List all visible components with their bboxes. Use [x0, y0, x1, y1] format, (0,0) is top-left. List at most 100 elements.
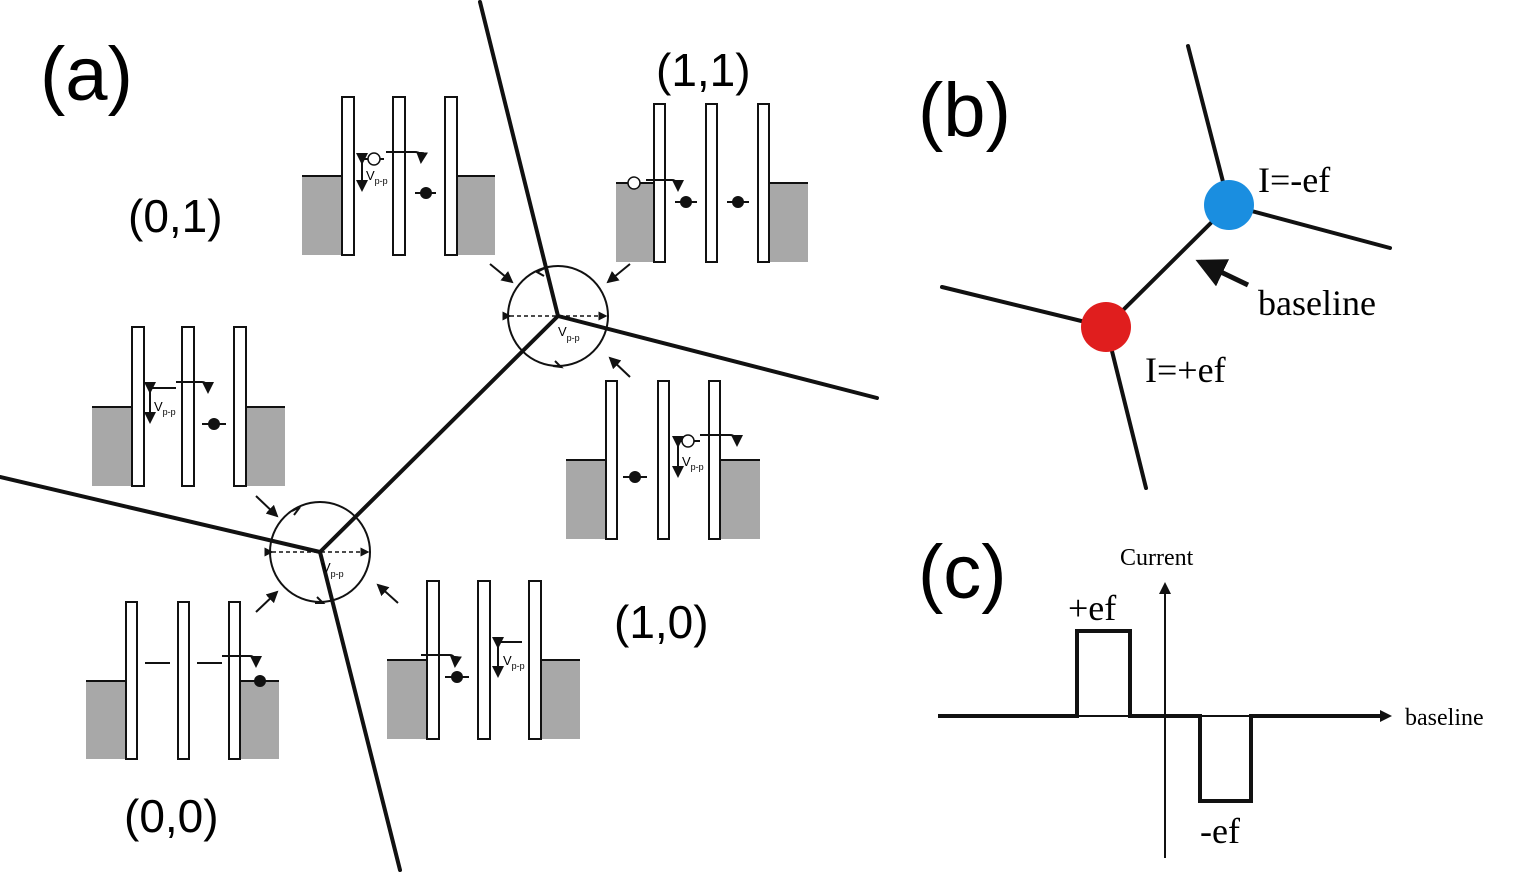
empty-level-circle [627, 176, 641, 190]
panel-c-label: (c) [918, 530, 1007, 615]
tunnel-arrow [646, 179, 684, 192]
energy-diagram-01: Vp-p [302, 96, 495, 256]
triple-point-minus [1204, 180, 1254, 230]
pulse-negative-label: -ef [1200, 811, 1240, 851]
circle-direction-arrow [534, 267, 546, 277]
filled-level-circle [254, 675, 266, 687]
state-label-10: (1,0) [614, 596, 709, 648]
boundary-diagonal [318, 314, 560, 554]
tunnel-arrow [222, 655, 262, 668]
energy-diagram-left-mid: Vp-p [92, 326, 285, 487]
energy-diagram-11 [616, 103, 808, 263]
barrier [228, 601, 241, 760]
barrier [528, 580, 542, 740]
barrier [177, 601, 190, 760]
tunnel-arrow [386, 151, 428, 164]
right-lead [769, 183, 808, 262]
barrier [477, 580, 491, 740]
tunnel-arrow [176, 381, 214, 394]
empty-level-circle [681, 434, 695, 448]
barrier [708, 380, 721, 540]
triple-point-upper: Vp-p [489, 263, 631, 378]
circle-direction-arrow [315, 596, 326, 604]
filled-level-circle [208, 418, 220, 430]
boundary-bottom [1104, 325, 1148, 490]
barrier [653, 103, 666, 263]
left-lead [616, 183, 654, 262]
empty-level-circle [367, 152, 381, 166]
state-label-00: (0,0) [124, 790, 219, 842]
pointer-arrow [608, 356, 631, 378]
barrier [444, 96, 458, 256]
baseline-pointer-arrow [1195, 259, 1250, 288]
pointer-arrow [376, 583, 399, 604]
energy-diagram-10: Vp-p [387, 580, 580, 740]
pointer-arrow [255, 590, 279, 613]
energy-diagram-00 [86, 601, 279, 760]
triple-point-plus [1081, 302, 1131, 352]
barrier [657, 380, 670, 540]
filled-level-circle [680, 196, 692, 208]
tunnel-arrow [421, 654, 462, 668]
barrier [125, 601, 138, 760]
svg-text:Vp-p: Vp-p [154, 399, 176, 417]
svg-text:Vp-p: Vp-p [682, 454, 704, 472]
circle-direction-arrow [291, 506, 301, 516]
barrier [757, 103, 770, 263]
filled-level-circle [629, 471, 641, 483]
filled-level-circle [420, 187, 432, 199]
boundary-right [1227, 203, 1392, 250]
barrier [605, 380, 618, 540]
state-label-11: (1,1) [656, 44, 751, 96]
filled-level-circle [732, 196, 744, 208]
left-lead [302, 176, 342, 255]
right-lead [540, 660, 580, 739]
barrier [392, 96, 406, 256]
barrier [181, 326, 195, 487]
panel-a-label: (a) [40, 32, 133, 117]
x-axis-label: baseline [1405, 705, 1484, 731]
left-lead [86, 681, 126, 759]
boundary-diagonal [1104, 203, 1231, 329]
left-lead [387, 660, 427, 739]
panel-b-label: (b) [918, 68, 1011, 153]
circle-direction-arrow [552, 360, 564, 369]
boundary-top [478, 0, 560, 318]
pointer-arrow [255, 495, 279, 518]
right-lead [457, 176, 495, 255]
barrier [426, 580, 440, 740]
energy-diagram-right-mid: Vp-p [566, 380, 760, 540]
y-axis-label: Current [1120, 545, 1194, 571]
pointer-arrow [489, 263, 514, 284]
triple-point-lower: Vp-p [255, 495, 399, 613]
boundary-top [1186, 44, 1231, 207]
svg-text:Vp-p: Vp-p [503, 653, 525, 671]
barrier [705, 103, 718, 263]
honeycomb-boundaries [0, 0, 879, 872]
tunnel-arrow [700, 434, 743, 447]
pulse-positive-label: +ef [1068, 588, 1116, 628]
baseline-label: baseline [1258, 283, 1376, 323]
vpp-label: Vp-p [558, 324, 580, 343]
current-minus-label: I=-ef [1258, 160, 1330, 200]
right-lead [245, 407, 285, 486]
left-lead [566, 460, 606, 539]
filled-level-circle [451, 671, 463, 683]
vpp-label: Vp-p [322, 560, 344, 579]
boundary-left [940, 285, 1108, 329]
svg-text:Vp-p: Vp-p [366, 168, 388, 186]
right-lead [240, 681, 279, 759]
current-plus-label: I=+ef [1145, 350, 1226, 390]
panel-b: (b) I=-ef I=+ef baseline [918, 44, 1392, 490]
boundary-right [556, 314, 879, 400]
boundary-left [0, 475, 322, 554]
barrier [131, 326, 145, 487]
left-lead [92, 407, 132, 486]
right-lead [720, 460, 760, 539]
boundary-bottom [318, 550, 402, 872]
pointer-arrow [606, 263, 631, 284]
state-label-01: (0,1) [128, 190, 223, 242]
barrier [233, 326, 247, 487]
panel-a: (a) Vp-p Vp-p [0, 0, 879, 872]
